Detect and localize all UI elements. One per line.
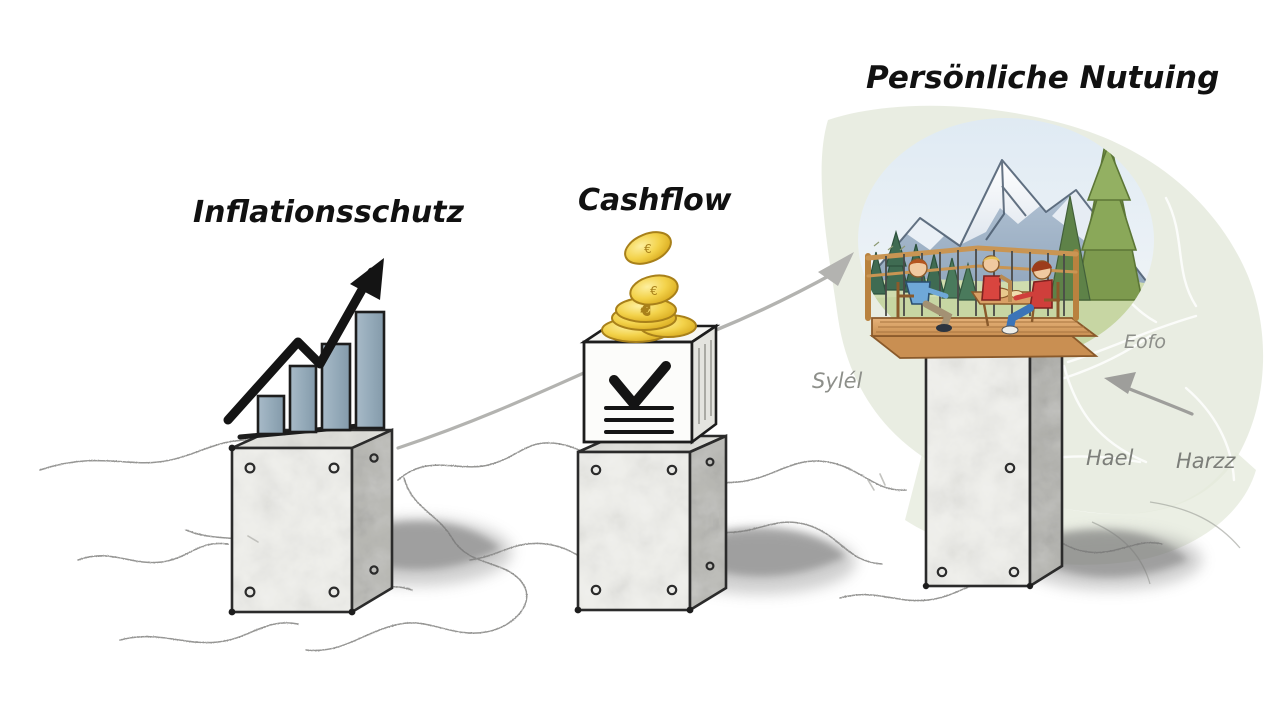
deck-planks — [876, 321, 1090, 333]
concrete-pedestal-2 — [574, 433, 728, 614]
map-label-hael: Hael — [1086, 446, 1134, 470]
wooden-deck — [865, 245, 1099, 359]
conifer-tree-right2 — [1049, 195, 1091, 301]
meadow-marks — [873, 241, 906, 251]
conifer-tree-right — [1075, 127, 1143, 301]
svg-text:€: € — [642, 304, 650, 319]
deck-person-2 — [981, 255, 1012, 302]
pillar-inflationsschutz: Inflationsschutz — [193, 195, 465, 616]
bar-4 — [354, 310, 386, 430]
checkmark-icon — [609, 361, 671, 409]
falling-coin-1: € — [629, 274, 679, 306]
pillar-label-persoenliche-nutzung: Persönliche Nutuing — [866, 60, 1219, 96]
map-label-sylel: Sylél — [812, 369, 863, 393]
bar-chart-growth-icon — [223, 258, 386, 440]
map-label-harze: Harzz — [1176, 449, 1236, 473]
bar-2 — [288, 364, 318, 434]
falling-coin-2: € — [624, 231, 672, 265]
svg-text:€: € — [650, 284, 658, 298]
arrow-pillar1-to-pillar2 — [396, 370, 588, 450]
concrete-pedestal-3 — [922, 335, 1064, 590]
pillar-cashflow: € € € Cashflow — [574, 183, 732, 614]
coin-stack: € — [601, 297, 697, 343]
pillar-label-cashflow: Cashflow — [578, 183, 732, 218]
sketch-marks — [247, 473, 886, 543]
pillar-label-inflationsschutz: Inflationsschutz — [193, 195, 465, 230]
arrow-map-to-pillar3 — [1104, 372, 1194, 416]
concrete-pedestal-1 — [228, 427, 394, 616]
bar-1 — [256, 394, 286, 436]
chart-bars — [256, 310, 386, 436]
deck-person-3 — [1001, 260, 1060, 335]
pedestal-bolts-2 — [590, 457, 715, 596]
pillar-persoenliche-nutzung: Persönliche Nutuing — [858, 60, 1219, 590]
svg-text:€: € — [644, 242, 652, 256]
deck-person-1 — [896, 258, 953, 332]
map-label-eola: Eofo — [1124, 331, 1166, 353]
growth-arrow-icon — [223, 258, 384, 425]
map-label-group: Sylél Eofo Hael Harzz — [812, 331, 1236, 473]
document-coins-icon: € € € — [579, 231, 721, 445]
conifer-trees-mid — [941, 257, 979, 301]
pedestal-bolts-3 — [936, 462, 1020, 578]
document-side-lines — [698, 340, 712, 424]
document-text-lines — [604, 406, 674, 434]
ground-shadow-streaks — [362, 521, 1188, 578]
arrow-pillar2-to-pillar3 — [714, 252, 854, 332]
pedestal-bolts-1 — [244, 453, 379, 598]
